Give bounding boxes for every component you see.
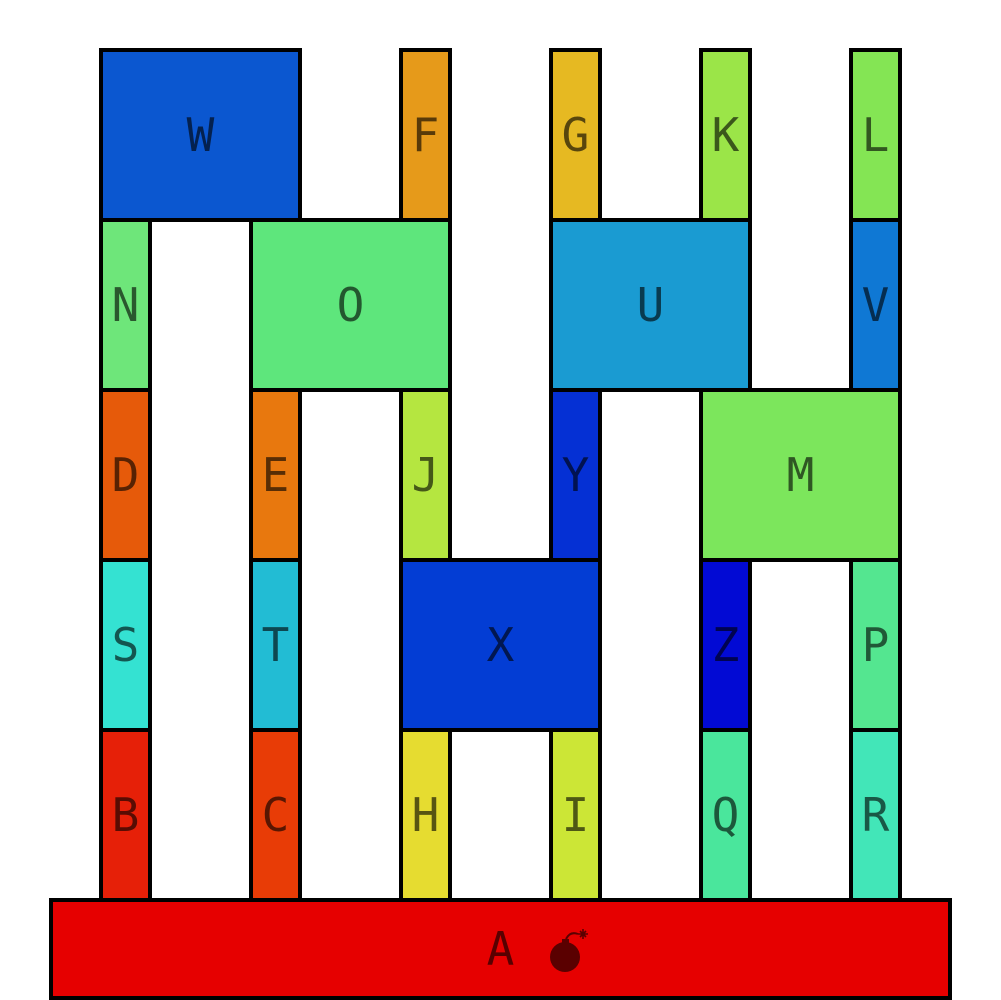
block-u-label: U xyxy=(636,278,665,332)
block-e-label: E xyxy=(261,448,290,502)
block-d-label: D xyxy=(111,448,140,502)
block-n[interactable]: N xyxy=(99,218,152,392)
block-k-label: K xyxy=(711,108,740,162)
block-d[interactable]: D xyxy=(99,388,152,562)
block-k[interactable]: K xyxy=(699,48,752,222)
block-t[interactable]: T xyxy=(249,558,302,732)
block-h-label: H xyxy=(411,788,440,842)
block-s[interactable]: S xyxy=(99,558,152,732)
block-f-label: F xyxy=(411,108,440,162)
block-m-label: M xyxy=(786,448,815,502)
block-u[interactable]: U xyxy=(549,218,752,392)
block-l[interactable]: L xyxy=(849,48,902,222)
block-a[interactable]: A xyxy=(49,898,952,1000)
block-q[interactable]: Q xyxy=(699,728,752,902)
block-i[interactable]: I xyxy=(549,728,602,902)
block-h[interactable]: H xyxy=(399,728,452,902)
block-j[interactable]: J xyxy=(399,388,452,562)
block-t-label: T xyxy=(261,618,290,672)
block-v-label: V xyxy=(861,278,890,332)
block-n-label: N xyxy=(111,278,140,332)
block-i-label: I xyxy=(561,788,590,842)
block-p[interactable]: P xyxy=(849,558,902,732)
block-g-label: G xyxy=(561,108,590,162)
block-l-label: L xyxy=(861,108,890,162)
block-o-label: O xyxy=(336,278,365,332)
block-b-label: B xyxy=(111,788,140,842)
block-v[interactable]: V xyxy=(849,218,902,392)
block-r-label: R xyxy=(861,788,890,842)
block-s-label: S xyxy=(111,618,140,672)
block-w-label: W xyxy=(186,108,215,162)
block-g[interactable]: G xyxy=(549,48,602,222)
block-z[interactable]: Z xyxy=(699,558,752,732)
block-c[interactable]: C xyxy=(249,728,302,902)
block-q-label: Q xyxy=(711,788,740,842)
block-w[interactable]: W xyxy=(99,48,302,222)
block-r[interactable]: R xyxy=(849,728,902,902)
block-z-label: Z xyxy=(711,618,740,672)
block-c-label: C xyxy=(261,788,290,842)
block-j-label: J xyxy=(411,448,440,502)
block-f[interactable]: F xyxy=(399,48,452,222)
block-p-label: P xyxy=(861,618,890,672)
block-a-label: A xyxy=(486,922,515,976)
block-y[interactable]: Y xyxy=(549,388,602,562)
block-o[interactable]: O xyxy=(249,218,452,392)
block-y-label: Y xyxy=(561,448,590,502)
block-b[interactable]: B xyxy=(99,728,152,902)
block-e[interactable]: E xyxy=(249,388,302,562)
block-x[interactable]: X xyxy=(399,558,602,732)
block-m[interactable]: M xyxy=(699,388,902,562)
block-x-label: X xyxy=(486,618,515,672)
